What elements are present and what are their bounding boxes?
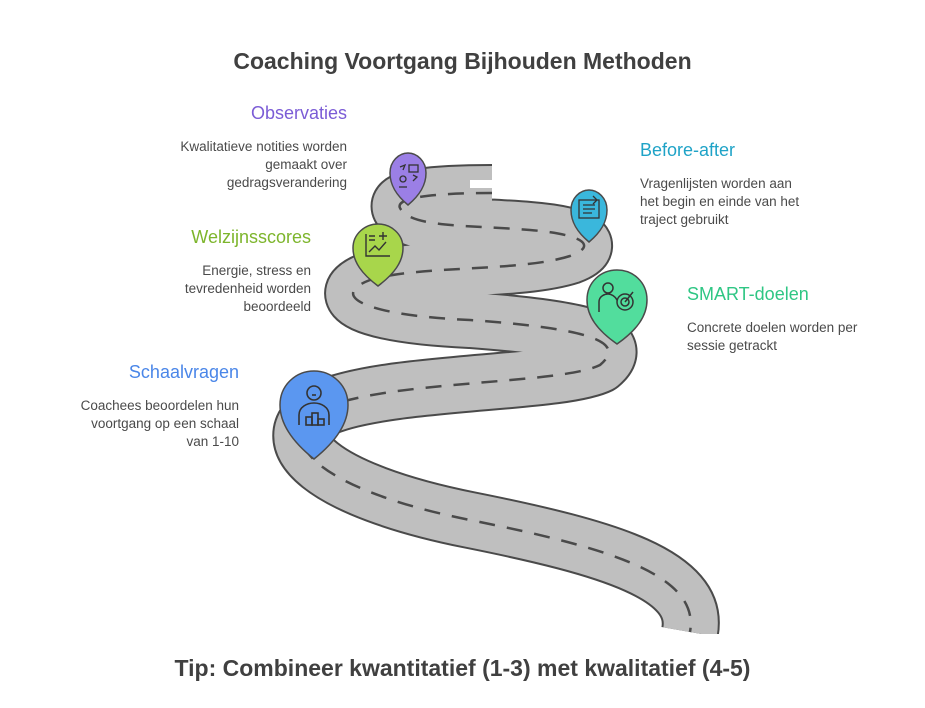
diagram-title: Coaching Voortgang Bijhouden Methoden — [233, 48, 692, 74]
desc-before-after: Vragenlijsten worden aan het begin en ei… — [640, 176, 800, 227]
health-chart-icon — [365, 232, 390, 257]
desc-observaties: Kwalitatieve notities worden gemaakt ove… — [180, 139, 347, 190]
desc-smart-doelen: Concrete doelen worden per sessie getrac… — [687, 320, 858, 353]
desc-schaalvragen: Coachees beoordelen hun voortgang op een… — [80, 398, 239, 449]
pin-welzijnsscores — [352, 223, 404, 287]
tip-text: Tip: Combineer kwantitatief (1-3) met kw… — [174, 655, 751, 681]
heading-smart-doelen: SMART-doelen — [687, 284, 809, 304]
person-scale-icon — [298, 385, 330, 426]
observation-chart-icon — [399, 163, 419, 188]
pin-before-after — [570, 189, 608, 243]
pin-observaties — [389, 152, 427, 206]
heading-schaalvragen: Schaalvragen — [128, 362, 239, 382]
heading-before-after: Before-after — [640, 140, 736, 160]
pin-smart-doelen — [586, 269, 648, 345]
heading-welzijnsscores: Welzijnsscores — [191, 227, 311, 247]
desc-welzijnsscores: Energie, stress en tevredenheid worden b… — [184, 263, 311, 314]
road-centerline — [300, 191, 692, 633]
questionnaire-icon — [578, 195, 600, 219]
pin-schaalvragen — [279, 370, 349, 460]
person-target-icon — [598, 282, 634, 312]
heading-observaties: Observaties — [250, 103, 347, 123]
